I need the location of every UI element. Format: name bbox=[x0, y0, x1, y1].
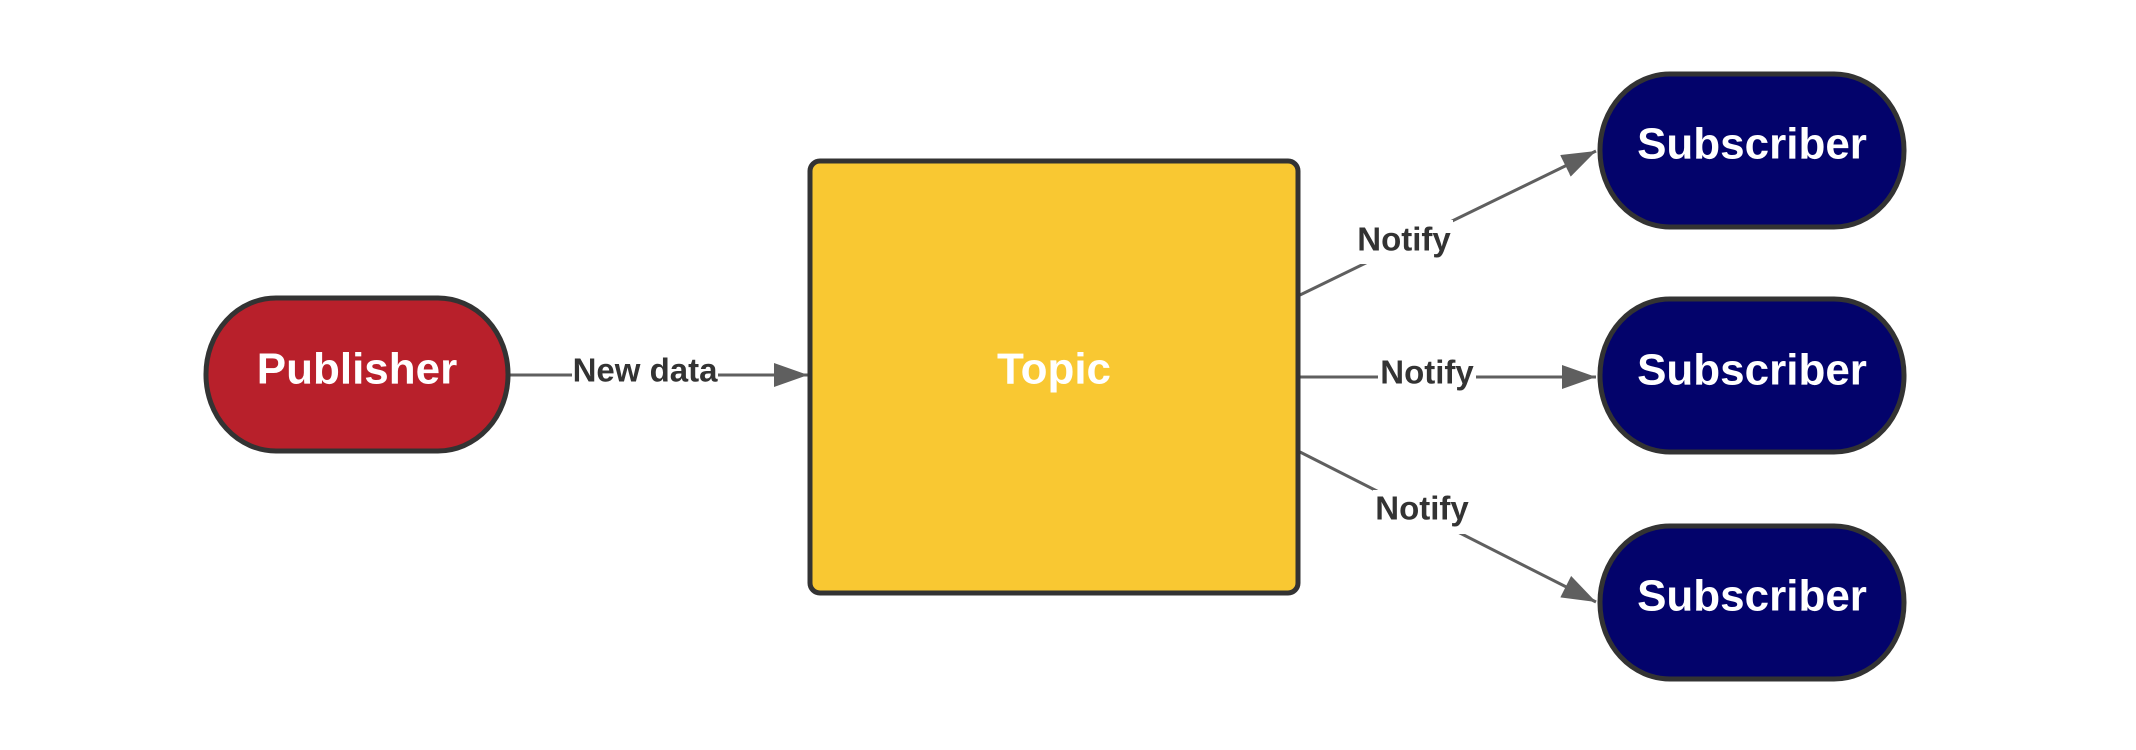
subscriber-shape bbox=[1597, 296, 1907, 455]
edge-label-notify-3: Notify bbox=[1373, 490, 1471, 534]
subscriber-node-3: Subscriber bbox=[1597, 523, 1907, 682]
subscriber-shape bbox=[1597, 523, 1907, 682]
edge-label-text: Notify bbox=[1380, 354, 1474, 391]
subscriber-label: Subscriber bbox=[1637, 346, 1867, 395]
subscriber-shape bbox=[1597, 71, 1907, 230]
topic-shape bbox=[807, 158, 1301, 596]
subscriber-node-1: Subscriber bbox=[1597, 71, 1907, 230]
topic-node: Topic bbox=[807, 158, 1301, 596]
topic-label: Topic bbox=[997, 345, 1111, 394]
edge-label-notify-2: Notify bbox=[1378, 354, 1476, 399]
subscriber-label: Subscriber bbox=[1637, 572, 1867, 621]
publisher-label: Publisher bbox=[257, 345, 458, 394]
subscriber-node-2: Subscriber bbox=[1597, 296, 1907, 455]
publisher-shape bbox=[203, 295, 511, 454]
edge-label-notify-1: Notify bbox=[1355, 220, 1453, 264]
edge-label-text: New data bbox=[573, 352, 719, 389]
subscriber-label: Subscriber bbox=[1637, 120, 1867, 169]
edge-label-text: Notify bbox=[1375, 490, 1469, 527]
edge-label-text: Notify bbox=[1357, 221, 1451, 258]
edge-label-new-data: New data bbox=[572, 352, 718, 394]
publisher-node: Publisher bbox=[203, 295, 511, 454]
